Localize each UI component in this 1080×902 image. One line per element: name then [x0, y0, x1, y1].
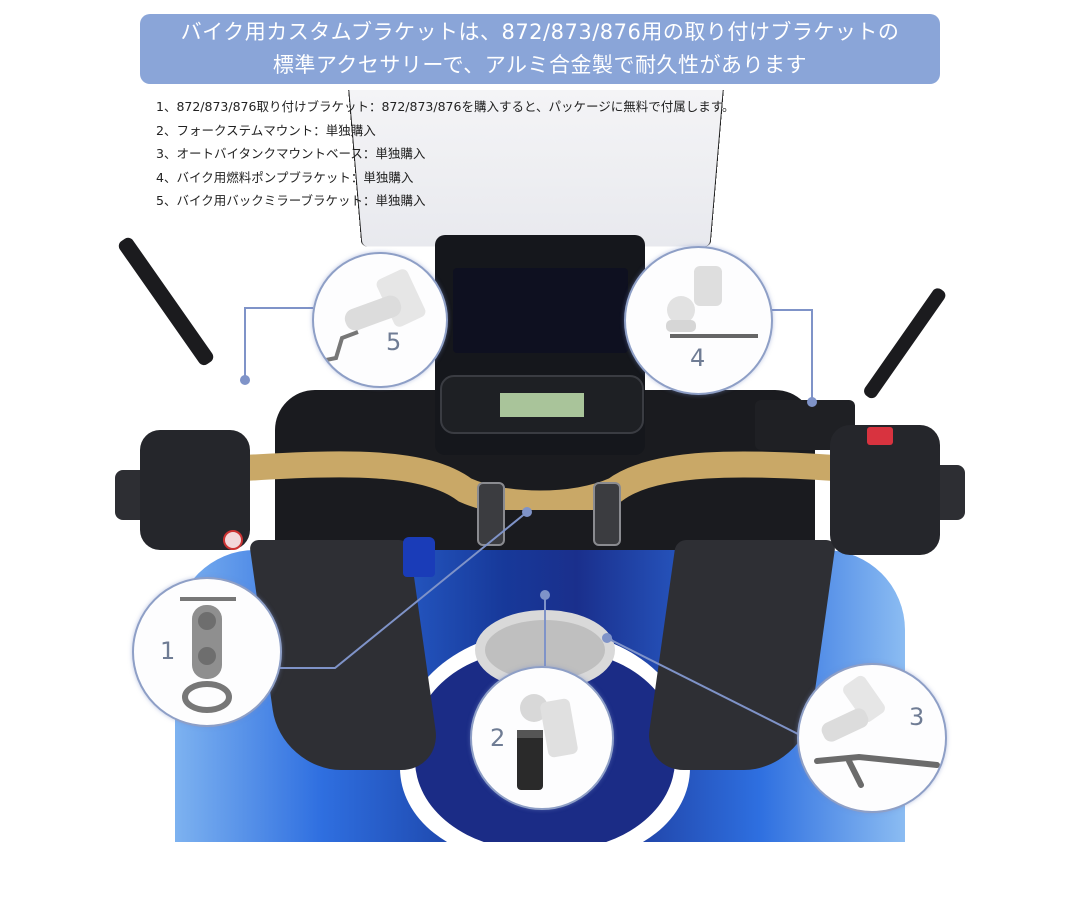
bar-clamp-right — [593, 482, 621, 546]
fork-cap — [403, 537, 435, 577]
callout-number: 5 — [386, 328, 402, 356]
fuel-pump-bracket-icon — [666, 266, 758, 338]
tft-screen — [453, 268, 628, 353]
item-list: 1、872/873/876取り付けブラケット：872/873/876を購入すると… — [156, 95, 734, 213]
callout-1-handlebar-clamp-bracket: 1 — [132, 577, 282, 727]
title-banner: バイク用カスタムブラケットは、872/873/876用の取り付けブラケットの 標… — [140, 14, 940, 84]
handlebar-clamp-bracket-icon — [180, 597, 236, 713]
kill-switch — [867, 427, 893, 445]
right-switch-cluster — [830, 425, 940, 555]
tank-mount-base-icon — [814, 675, 940, 788]
callout-number: 4 — [690, 344, 706, 372]
banner-line-2: 標準アクセサリーで、アルミ合金製で耐久性があります — [272, 53, 808, 77]
lcd-display — [500, 393, 584, 417]
hazard-button — [223, 530, 243, 550]
callout-number: 3 — [909, 703, 925, 731]
lcd-frame — [440, 375, 644, 434]
callout-number: 2 — [490, 724, 506, 752]
list-item: 4、バイク用燃料ポンプブラケット：単独購入 — [156, 169, 414, 185]
bottom-whitespace — [0, 842, 1080, 902]
banner-line-1: バイク用カスタムブラケットは、872/873/876用の取り付けブラケットの — [180, 20, 900, 44]
callout-2-fork-stem-mount: 2 — [470, 666, 614, 810]
bar-clamp-left — [477, 482, 505, 546]
callout-number: 1 — [160, 637, 176, 665]
callout-5-mirror-bracket: 5 — [312, 252, 448, 388]
callout-3-tank-mount-base: 3 — [797, 663, 947, 813]
list-item: 3、オートバイタンクマウントベース：単独購入 — [156, 146, 426, 161]
callout-4-fuel-pump-bracket: 4 — [624, 246, 773, 395]
list-item: 1、872/873/876取り付けブラケット：872/873/876を購入すると… — [156, 99, 735, 114]
handlebar — [245, 451, 835, 510]
fork-stem-mount-icon — [517, 694, 578, 790]
list-item: 2、フォークステムマウント：単独購入 — [156, 122, 376, 138]
mirror-bracket-icon — [325, 269, 426, 362]
list-item: 5、バイク用バックミラーブラケット：単独購入 — [156, 193, 426, 208]
